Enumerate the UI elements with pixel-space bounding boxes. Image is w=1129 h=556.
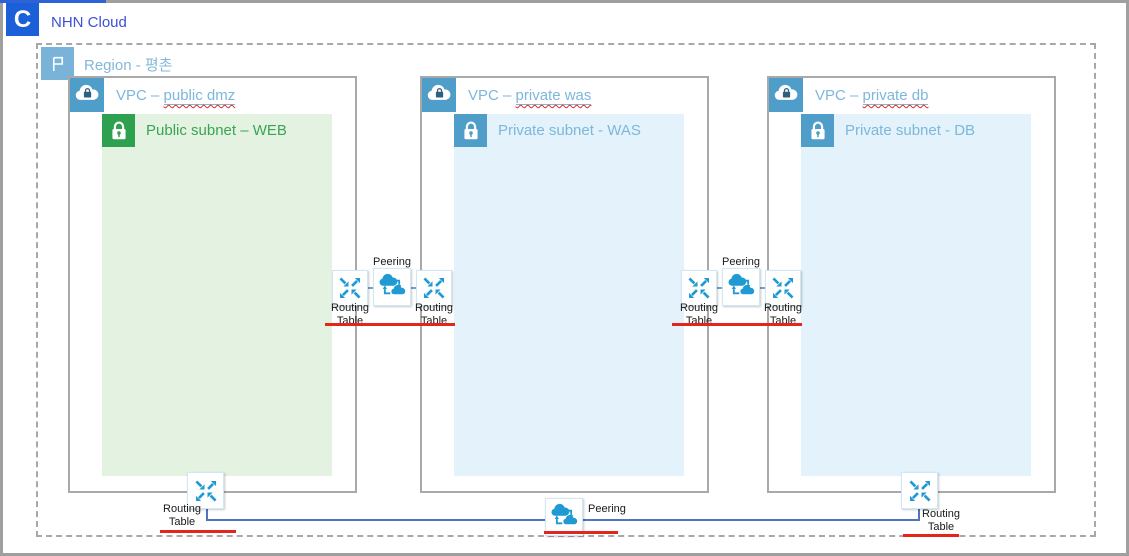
vpc-title: VPC – private db: [815, 87, 929, 105]
vpc-private-was: VPC – private was Private subnet - WAS: [420, 76, 709, 493]
routing-table-icon: [765, 270, 801, 306]
diagram-title: NHN Cloud: [51, 14, 127, 31]
red-underline: [903, 534, 959, 537]
routing-table-icon: [681, 270, 717, 306]
routing-label-line: Routing: [163, 503, 201, 515]
bottom-peering-line-right: [918, 509, 920, 520]
vpc-title-prefix: VPC –: [468, 87, 516, 104]
vpc-cloud-lock-icon: [70, 78, 104, 112]
routing-label-line: Routing: [415, 302, 453, 314]
subnet-private-was: Private subnet - WAS: [454, 114, 684, 476]
subnet-label: Private subnet - WAS: [498, 122, 641, 139]
vpc-peering-icon: [722, 268, 760, 306]
vpc-cloud-lock-icon: [769, 78, 803, 112]
subnet-lock-icon: [801, 114, 834, 147]
routing-table-icon: [416, 270, 452, 306]
vpc-peering-icon: [545, 498, 583, 536]
vpc-title: VPC – public dmz: [116, 87, 236, 105]
subnet-label: Private subnet - DB: [845, 122, 976, 139]
table-label-line: Table: [685, 315, 713, 327]
vpc-title-prefix: VPC –: [815, 87, 863, 104]
vpc-name-link: private was: [515, 87, 592, 105]
subnet-lock-icon: [454, 114, 487, 147]
routing-table-label: Routing Table: [152, 503, 212, 529]
routing-table-icon: [187, 472, 224, 509]
peering-label: Peering: [588, 503, 626, 515]
region-label: Region - 평촌: [84, 57, 173, 74]
vpc-title: VPC – private was: [468, 87, 592, 105]
nhn-cloud-logo: C: [6, 3, 39, 36]
red-underline: [672, 323, 802, 326]
table-label-line: Table: [336, 315, 364, 327]
subnet-lock-icon: [102, 114, 135, 147]
vpc-private-db: VPC – private db Private subnet - DB: [767, 76, 1056, 493]
routing-label-line: Routing: [680, 302, 718, 314]
peering-label: Peering: [722, 256, 760, 268]
subnet-public-web: Public subnet – WEB: [102, 114, 332, 476]
vpc-peering-icon: [373, 268, 411, 306]
region-flag-icon: [41, 47, 74, 80]
table-label-line: Table: [168, 516, 196, 528]
table-label-line: Table: [769, 315, 797, 327]
vpc-name-link: private db: [862, 87, 929, 105]
routing-table-icon: [901, 472, 938, 509]
routing-label-line: Routing: [922, 508, 960, 520]
subnet-label: Public subnet – WEB: [146, 122, 287, 139]
logo-letter: C: [13, 5, 32, 33]
vpc-cloud-lock-icon: [422, 78, 456, 112]
red-underline: [544, 531, 618, 534]
red-underline: [325, 323, 455, 326]
routing-label-line: Routing: [331, 302, 369, 314]
region-box: Region - 평촌: [36, 43, 1096, 537]
bottom-peering-line-left: [206, 509, 208, 520]
routing-label-line: Routing: [764, 302, 802, 314]
table-label-line: Table: [420, 315, 448, 327]
routing-table-icon: [332, 270, 368, 306]
subnet-private-db: Private subnet - DB: [801, 114, 1031, 476]
routing-table-label: Routing Table: [911, 508, 971, 534]
table-label-line: Table: [927, 521, 955, 533]
red-underline: [160, 530, 236, 533]
vpc-title-prefix: VPC –: [116, 87, 164, 104]
peering-label: Peering: [373, 256, 411, 268]
vpc-name-link: public dmz: [163, 87, 236, 105]
vpc-public-dmz: VPC – public dmz Public subnet – WEB: [68, 76, 357, 493]
